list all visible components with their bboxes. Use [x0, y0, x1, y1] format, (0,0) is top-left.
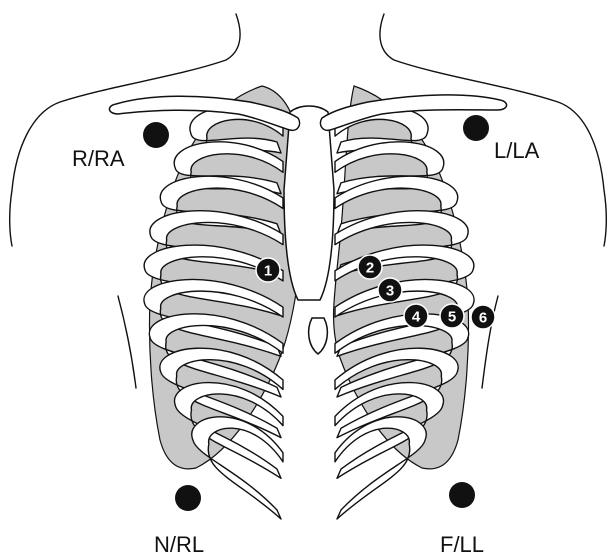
electrode-v5: 5	[440, 304, 464, 328]
electrode-la-label: L/LA	[494, 138, 540, 163]
electrode-ll-dot	[449, 482, 475, 508]
electrode-la-dot	[463, 115, 489, 141]
electrode-v4: 4	[404, 304, 428, 328]
electrode-v1-number: 1	[264, 263, 272, 280]
sternum	[284, 106, 334, 300]
electrode-v1: 1	[256, 258, 280, 282]
electrode-ra-label: R/RA	[72, 146, 125, 171]
electrode-rl-label: N/RL	[154, 532, 204, 556]
electrode-v6-number: 6	[479, 310, 487, 327]
electrode-v2-number: 2	[366, 260, 374, 277]
xiphoid-process	[309, 318, 328, 354]
electrode-v3: 3	[378, 278, 402, 302]
electrode-rl-dot	[175, 485, 201, 511]
electrode-v3-number: 3	[386, 283, 394, 300]
electrode-ra-dot	[143, 122, 169, 148]
electrode-v5-number: 5	[448, 309, 456, 326]
left-armpit-line	[118, 296, 136, 388]
electrode-v4-number: 4	[412, 309, 421, 326]
electrode-ll-label: F/LL	[440, 532, 484, 556]
electrode-v2: 2	[358, 255, 382, 279]
electrode-v6: 6	[471, 305, 495, 329]
